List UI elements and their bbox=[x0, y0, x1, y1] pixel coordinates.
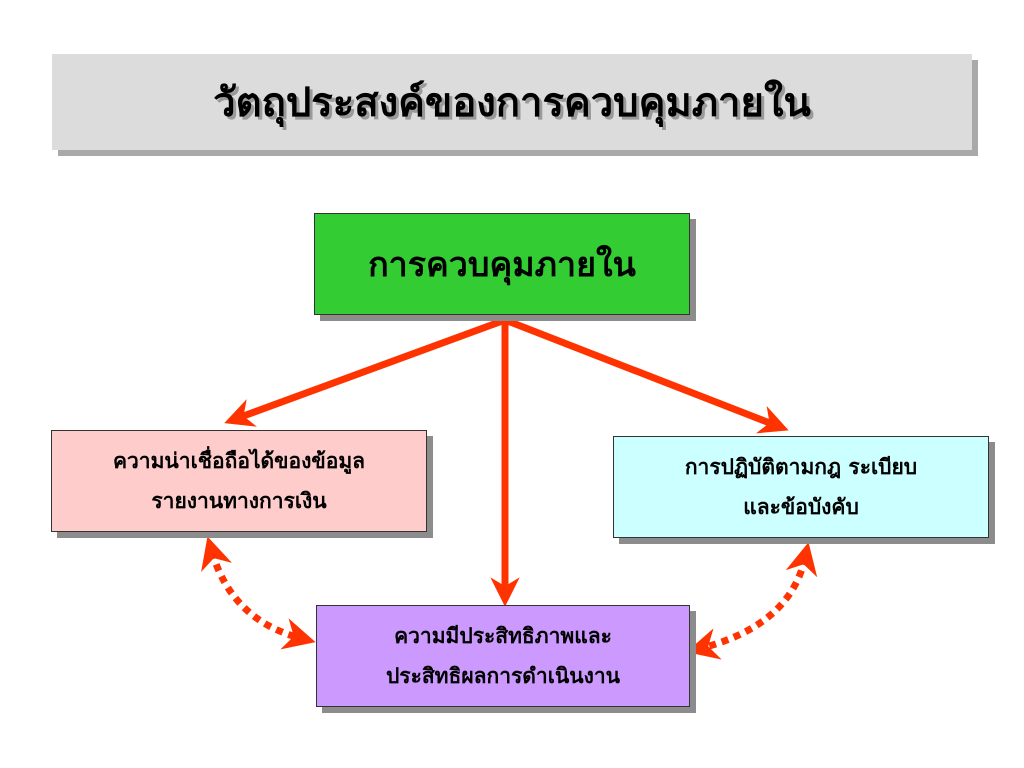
compliance-line-2: และข้อบังคับ bbox=[743, 495, 859, 519]
dashed-arrow-right bbox=[686, 542, 818, 660]
internal-control-box: การควบคุมภายใน bbox=[314, 213, 690, 315]
arrow-to-right-box bbox=[503, 316, 789, 434]
compliance-line-1: การปฏิบัติตามกฎ ระเบียบ bbox=[684, 455, 918, 479]
reliability-line-1: ความน่าเชื่อถือได้ของข้อมูล bbox=[112, 449, 366, 473]
efficiency-line-1: ความมีประสิทธิภาพและ bbox=[394, 624, 612, 648]
title-banner: วัตถุประสงค์ของการควบคุมภายใน bbox=[52, 54, 972, 150]
reliability-box: ความน่าเชื่อถือได้ของข้อมูล รายงานทางการ… bbox=[51, 430, 427, 532]
efficiency-line-2: ประสิทธิผลการดำเนินงาน bbox=[385, 664, 621, 688]
dashed-arrow-left bbox=[201, 536, 316, 650]
reliability-line-2: รายงานทางการเงิน bbox=[151, 489, 327, 513]
compliance-box: การปฏิบัติตามกฎ ระเบียบ และข้อบังคับ bbox=[613, 436, 989, 538]
slide-title: วัตถุประสงค์ของการควบคุมภายใน bbox=[213, 80, 811, 126]
arrow-to-left-box bbox=[224, 316, 507, 427]
efficiency-box: ความมีประสิทธิภาพและ ประสิทธิผลการดำเนิน… bbox=[316, 605, 690, 707]
internal-control-label: การควบคุมภายใน bbox=[368, 245, 636, 285]
